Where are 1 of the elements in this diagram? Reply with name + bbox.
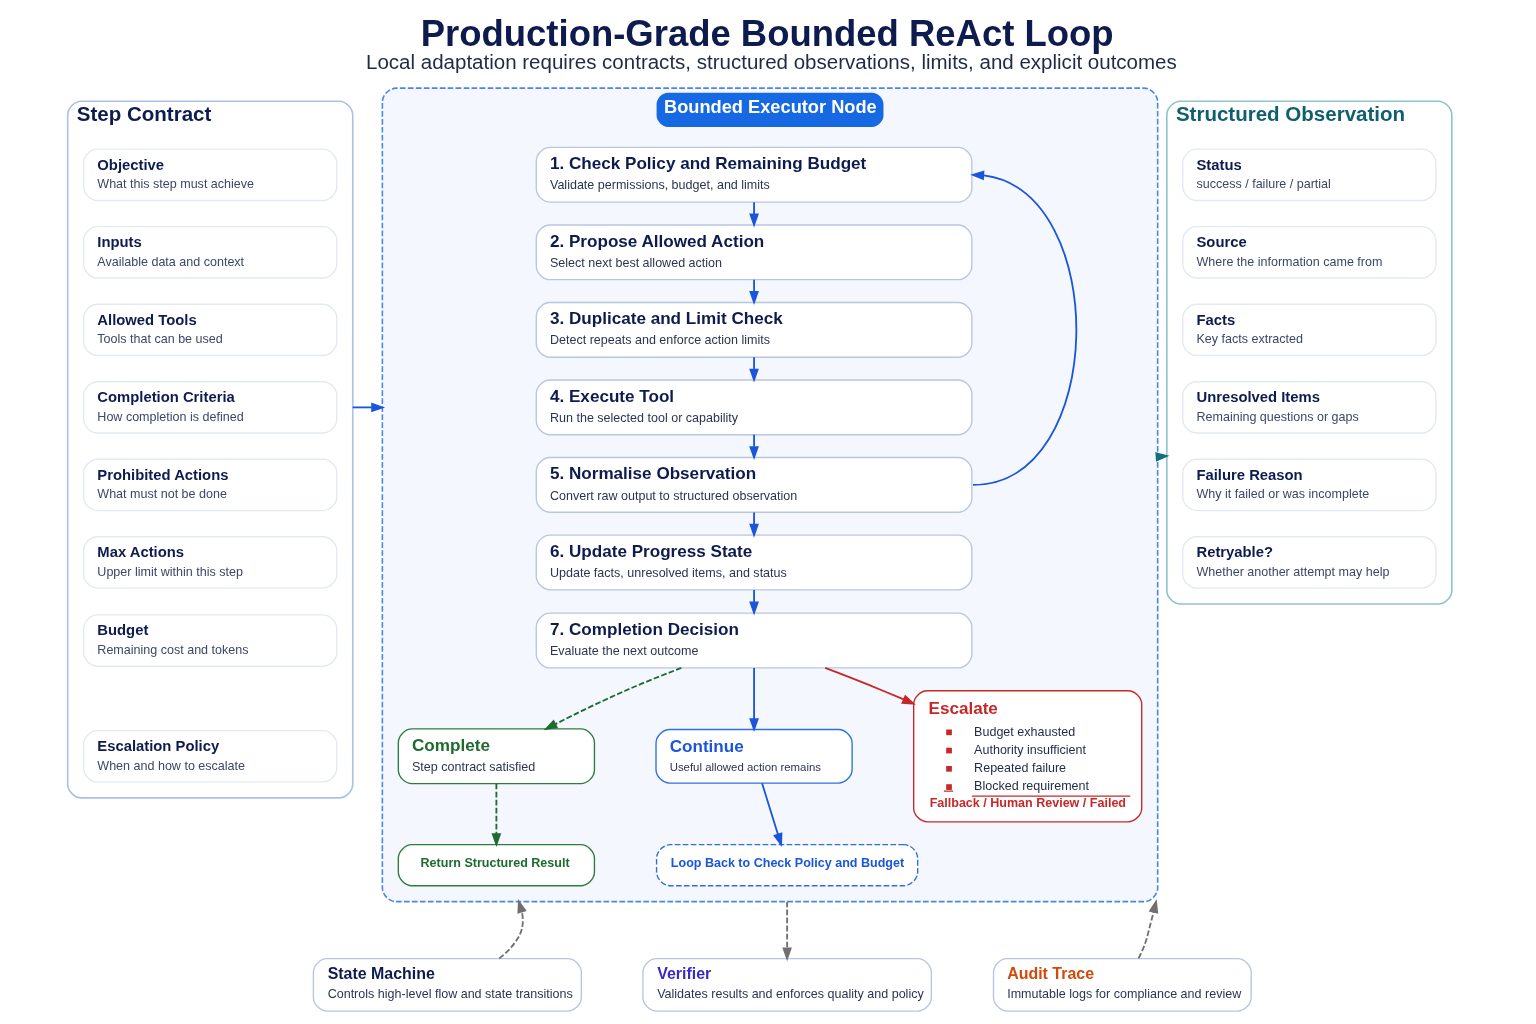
diagram-title: Production-Grade Bounded ReAct Loop bbox=[420, 12, 1114, 54]
